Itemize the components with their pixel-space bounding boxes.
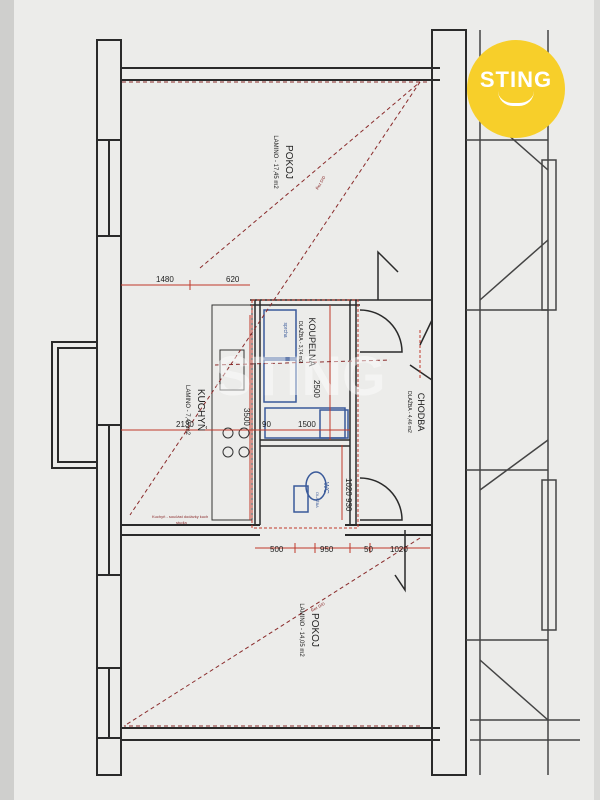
dim-620: 620 (226, 275, 240, 284)
sting-logo: STING (467, 40, 565, 138)
logo-text: STING (479, 66, 553, 92)
dim-90: 90 (262, 420, 271, 429)
kitchen-note-line-2: studia (176, 520, 187, 525)
room-name-kuchyn: KUCHYŇ (195, 389, 208, 431)
dim-1500: 1500 (298, 420, 316, 429)
diagonal-note-bottom: Řez D/D (310, 601, 326, 613)
diagonal-note-top: Řez D/D (315, 175, 327, 191)
room-name-chodba: CHODBA (416, 393, 426, 432)
room-floor-kuchyn: LAMINO - 7,45 m2 (184, 385, 190, 436)
room-labels: POKOJ LAMINO - 17,45 m2 KUCHYŇ LAMINO - … (184, 135, 426, 657)
dim-1020b: 1020 (390, 545, 408, 554)
dim-3500: 3500 (242, 408, 251, 426)
dim-2500: 2500 (312, 380, 321, 398)
table-surface-left (0, 0, 14, 800)
bathroom-fixtures (263, 309, 349, 513)
logo-smile-icon (498, 91, 534, 106)
dim-1480: 1480 (156, 275, 174, 284)
dim-50: 50 (364, 545, 373, 554)
shower-label: sprcha (282, 322, 288, 337)
dim-500: 500 (270, 545, 284, 554)
room-floor-koupelna: DLAŽBA - 3,74 m2 (297, 321, 305, 363)
outer-walls (51, 29, 467, 776)
dimension-labels: 1480 620 2130 90 1500 3500 2500 1020 930… (156, 275, 408, 554)
room-floor-chodba: DLAŽBA - 4,46 m2 (406, 391, 414, 433)
dim-1020: 1020 (344, 478, 353, 496)
room-name-pokoj-top: POKOJ (283, 145, 294, 179)
dim-950: 950 (320, 545, 334, 554)
room-name-wc: WC (322, 482, 329, 494)
dim-930: 930 (344, 498, 353, 512)
dim-2130: 2130 (176, 420, 194, 429)
room-name-koupelna: KOUPELNA (307, 317, 317, 366)
room-floor-pokoj-bottom: LAMINO - 14,05 m2 (298, 603, 304, 657)
watermark: STING (214, 344, 385, 407)
kitchen-note-line-1: Kuchyň - součást dodávky kuch (152, 514, 208, 519)
room-name-pokoj-bottom: POKOJ (309, 613, 320, 647)
neighbouring-structure (466, 30, 580, 775)
dimension-lines (121, 280, 430, 553)
slope-diagonals (122, 81, 430, 727)
interior-partitions (250, 250, 433, 593)
room-floor-pokoj-top: LAMINO - 17,45 m2 (272, 135, 278, 189)
notes: Kuchyň - součást dodávky kuch studia Řez… (152, 175, 326, 613)
room-floor-wc: DLAŽBA (315, 492, 320, 508)
